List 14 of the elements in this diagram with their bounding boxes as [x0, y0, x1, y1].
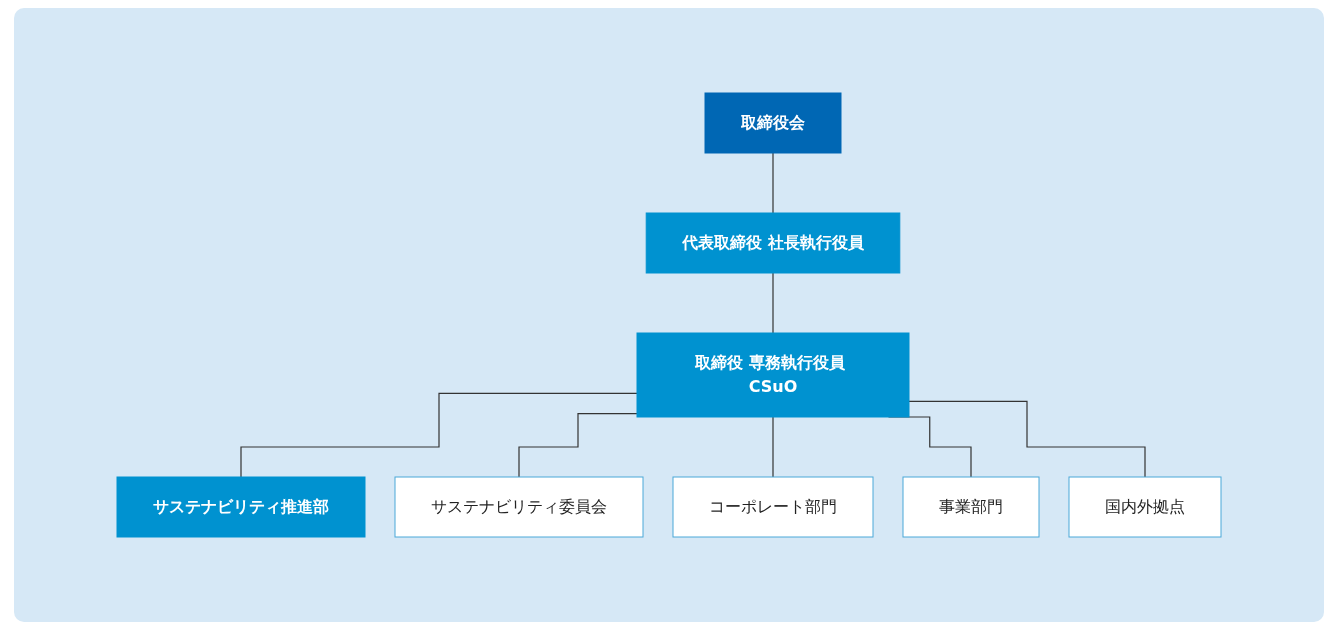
node-box: 国内外拠点	[1068, 476, 1222, 538]
connector	[772, 152, 774, 214]
connector	[772, 416, 774, 478]
node-box: 取締役 専務執行役員 CSuO	[636, 332, 910, 418]
node-box: サステナビリティ推進部	[116, 476, 366, 538]
node-box: 事業部門	[902, 476, 1040, 538]
connector	[518, 412, 638, 478]
connector	[240, 392, 638, 478]
node-box: 代表取締役 社長執行役員	[645, 212, 901, 274]
connector	[908, 400, 1146, 478]
node-box: コーポレート部門	[672, 476, 874, 538]
node-box: サステナビリティ委員会	[394, 476, 644, 538]
connector	[772, 272, 774, 334]
node-box: 取締役会	[704, 92, 842, 154]
